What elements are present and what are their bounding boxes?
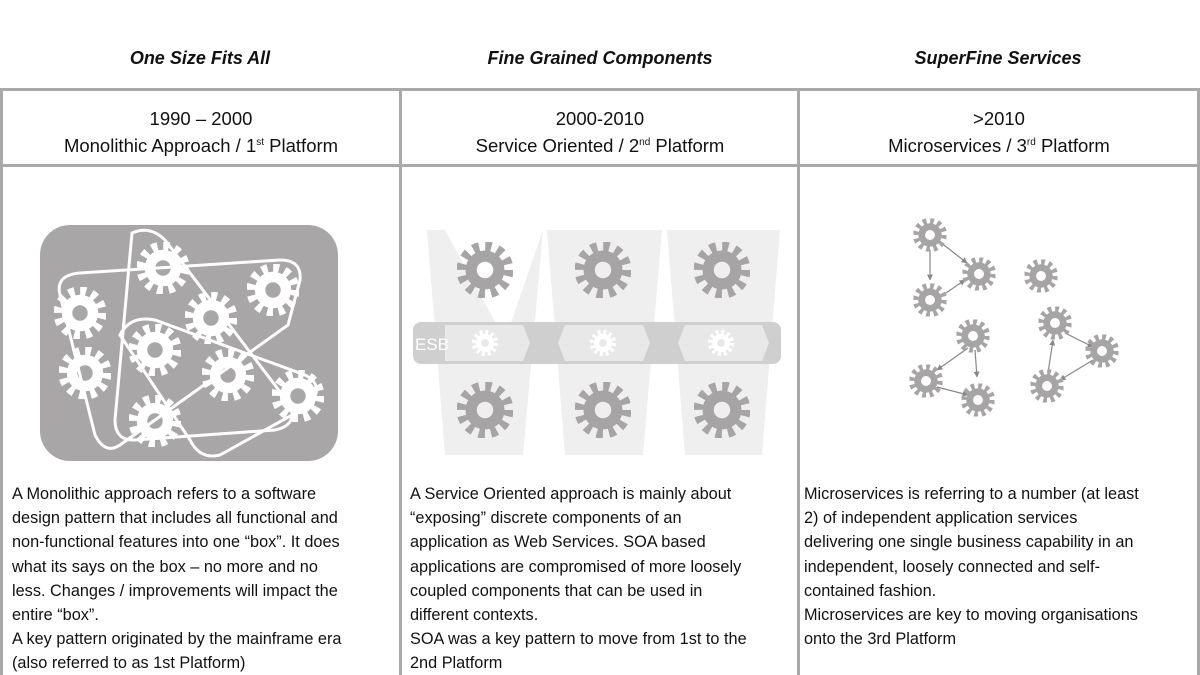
description-line: A Service Oriented approach is mainly ab…	[410, 485, 732, 503]
column-divider	[1197, 88, 1200, 675]
gear-icon	[141, 246, 184, 289]
description-line: independent, loosely connected and self-	[804, 557, 1100, 576]
description-soa: A Service Oriented approach is mainly ab…	[410, 482, 795, 675]
description-monolithic: A Monolithic approach refers to a softwa…	[12, 482, 397, 675]
period: 1990 – 2000	[149, 108, 253, 129]
column-divider	[0, 88, 3, 675]
gear-icon	[1041, 309, 1069, 337]
description-line: “exposing” discrete components of an	[410, 509, 682, 528]
gear-icon	[63, 351, 106, 394]
description-line: 2) of independent application services	[804, 509, 1078, 528]
gear-icon	[1088, 337, 1116, 365]
description-line: entire “box”.	[12, 606, 99, 625]
monolith-box	[40, 225, 338, 461]
gear-icon	[916, 286, 944, 314]
description-line: non-functional features into one “box”. …	[12, 533, 340, 552]
gear-icon	[1033, 372, 1061, 400]
header-cell-soa: 2000-2010 Service Oriented / 2nd Platfor…	[401, 105, 799, 159]
gear-icon	[965, 260, 993, 288]
gear-icon	[133, 399, 176, 442]
header-cell-monolithic: 1990 – 2000 Monolithic Approach / 1st Pl…	[2, 105, 400, 159]
description-line: Microservices are key to moving organisa…	[804, 606, 1138, 625]
header-cell-microservices: >2010 Microservices / 3rd Platform	[800, 105, 1198, 159]
gear-icon	[580, 387, 627, 434]
description-line: 2nd Platform	[410, 654, 503, 673]
boundary-loop	[57, 258, 302, 450]
gear-icon	[710, 332, 732, 354]
era-title-microservices: SuperFine Services	[914, 48, 1082, 68]
description-line: design pattern that includes all functio…	[12, 509, 338, 528]
description-line: less. Changes / improvements will impact…	[12, 581, 338, 600]
gear-icon	[912, 367, 940, 395]
gear-icon	[699, 387, 746, 434]
description-line: applications are compromised of more loo…	[410, 557, 742, 576]
table-top-border	[0, 88, 1200, 675]
gear-icon	[916, 221, 944, 249]
era-title-monolithic: One Size Fits All	[129, 48, 271, 68]
period: >2010	[973, 108, 1025, 129]
platform-label: Microservices / 3rd Platform	[888, 135, 1110, 156]
microservices-diagram	[900, 210, 1130, 425]
description-line: Microservices is referring to a number (…	[804, 485, 1139, 503]
gear-icon	[964, 386, 992, 414]
platform-label: Monolithic Approach / 1st Platform	[63, 135, 339, 156]
period: 2000-2010	[555, 108, 645, 129]
description-microservices: Microservices is referring to a number (…	[804, 482, 1196, 651]
gear-icon	[462, 247, 509, 294]
column-divider	[797, 88, 800, 675]
gear-icon	[276, 374, 319, 417]
column-divider	[399, 88, 402, 675]
gear-icon	[133, 328, 176, 371]
description-line: what its says on the box – no more and n…	[12, 557, 318, 576]
description-line: onto the 3rd Platform	[804, 630, 957, 649]
description-line: different contexts.	[410, 606, 539, 625]
gear-icon	[462, 387, 509, 434]
soa-diagram: ESB	[413, 230, 781, 455]
description-line: application as Web Services. SOA based	[410, 533, 706, 552]
platform-label: Service Oriented / 2nd Platform	[475, 135, 725, 156]
gear-icon	[206, 353, 249, 396]
gear-icon	[189, 296, 232, 339]
gear-icon	[474, 332, 496, 354]
description-line: (also referred to as 1st Platform)	[12, 654, 246, 673]
gear-icon	[58, 291, 101, 334]
description-line: A Monolithic approach refers to a softwa…	[12, 485, 317, 503]
monolith-diagram	[40, 225, 338, 461]
gear-icon	[959, 322, 987, 350]
description-line: coupled components that can be used in	[410, 581, 703, 600]
era-title-soa: Fine Grained Components	[487, 48, 713, 68]
description-line: SOA was a key pattern to move from 1st t…	[410, 630, 747, 649]
gear-icon	[699, 247, 746, 294]
boundary-loop	[113, 228, 294, 442]
description-line: A key pattern originated by the mainfram…	[12, 630, 342, 649]
gear-icon	[592, 332, 614, 354]
esb-label: ESB	[415, 335, 449, 354]
gear-icon	[1027, 262, 1055, 290]
row-divider	[0, 164, 1200, 167]
gear-icon	[251, 268, 294, 311]
description-line: contained fashion.	[804, 581, 937, 600]
description-line: delivering one single business capabilit…	[804, 533, 1134, 552]
gear-icon	[580, 247, 627, 294]
